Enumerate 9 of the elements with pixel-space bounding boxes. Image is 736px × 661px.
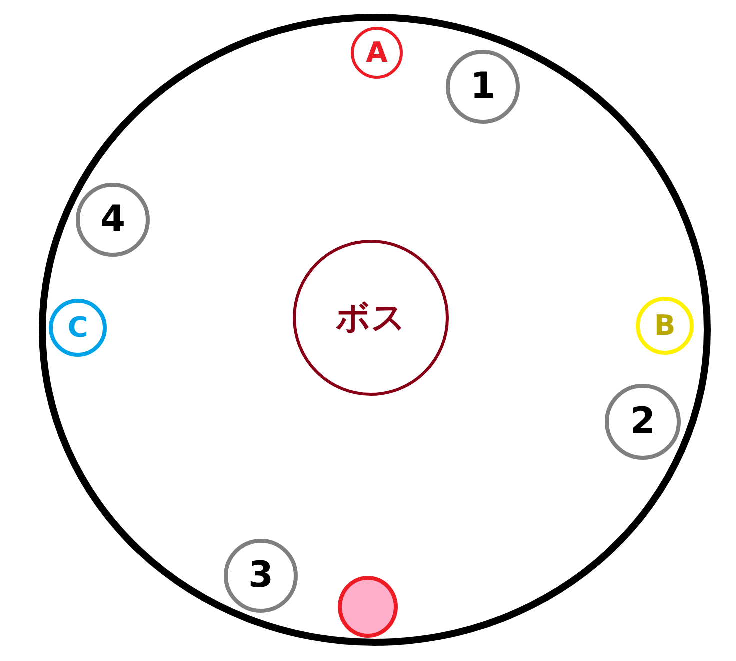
boss-marker: ボス — [293, 240, 449, 396]
number-marker: 4 — [76, 183, 150, 257]
letter-marker: C — [49, 299, 107, 357]
arena-ring — [39, 14, 711, 646]
number-marker: 2 — [605, 384, 681, 460]
number-marker: 3 — [224, 539, 298, 613]
number-marker: 1 — [446, 50, 520, 124]
letter-marker: B — [636, 297, 694, 355]
letter-marker: A — [351, 27, 403, 79]
